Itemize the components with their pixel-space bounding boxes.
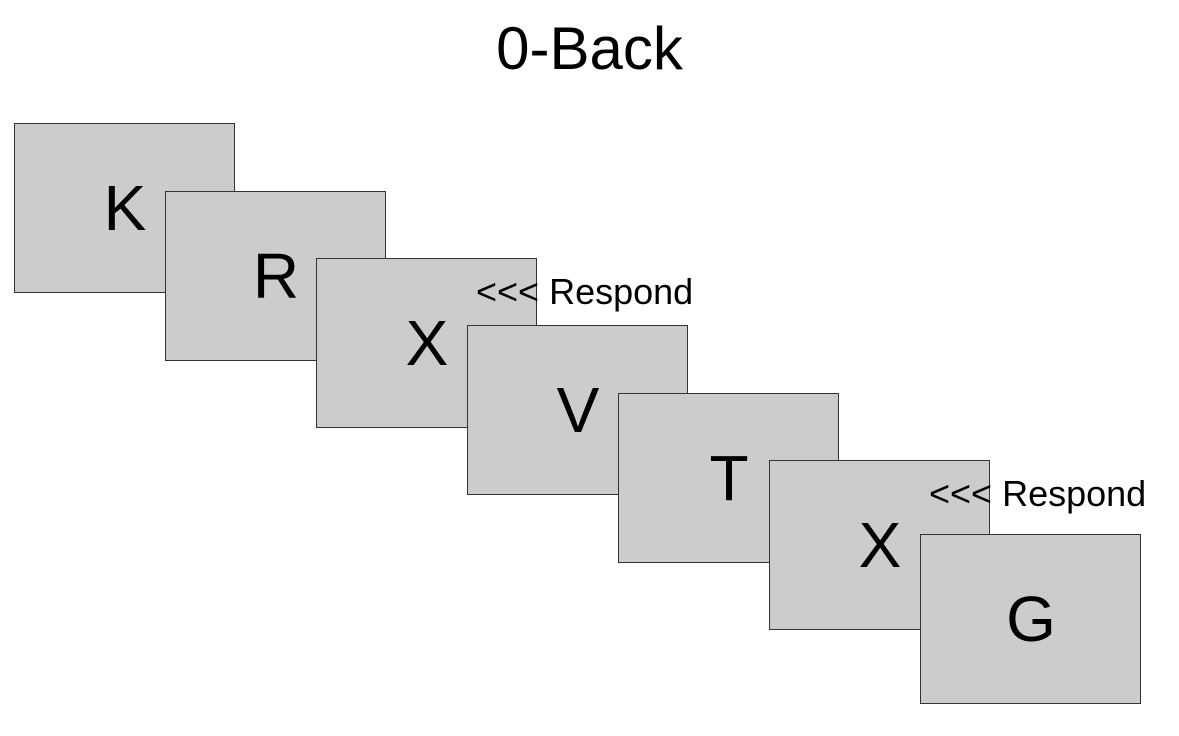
stimulus-card-7: G xyxy=(920,534,1141,704)
respond-label-1: <<< Respond xyxy=(476,271,694,312)
stimulus-letter: X xyxy=(405,307,449,379)
respond-label-2: <<< Respond xyxy=(929,473,1147,514)
stimulus-letter: R xyxy=(252,240,300,312)
stimulus-letter: X xyxy=(858,509,902,581)
stimulus-letter: V xyxy=(556,374,600,446)
stimulus-letter: K xyxy=(103,172,147,244)
diagram-title: 0-Back xyxy=(496,15,683,82)
stimulus-letter: G xyxy=(1006,583,1056,655)
stimulus-letter: T xyxy=(709,442,749,514)
